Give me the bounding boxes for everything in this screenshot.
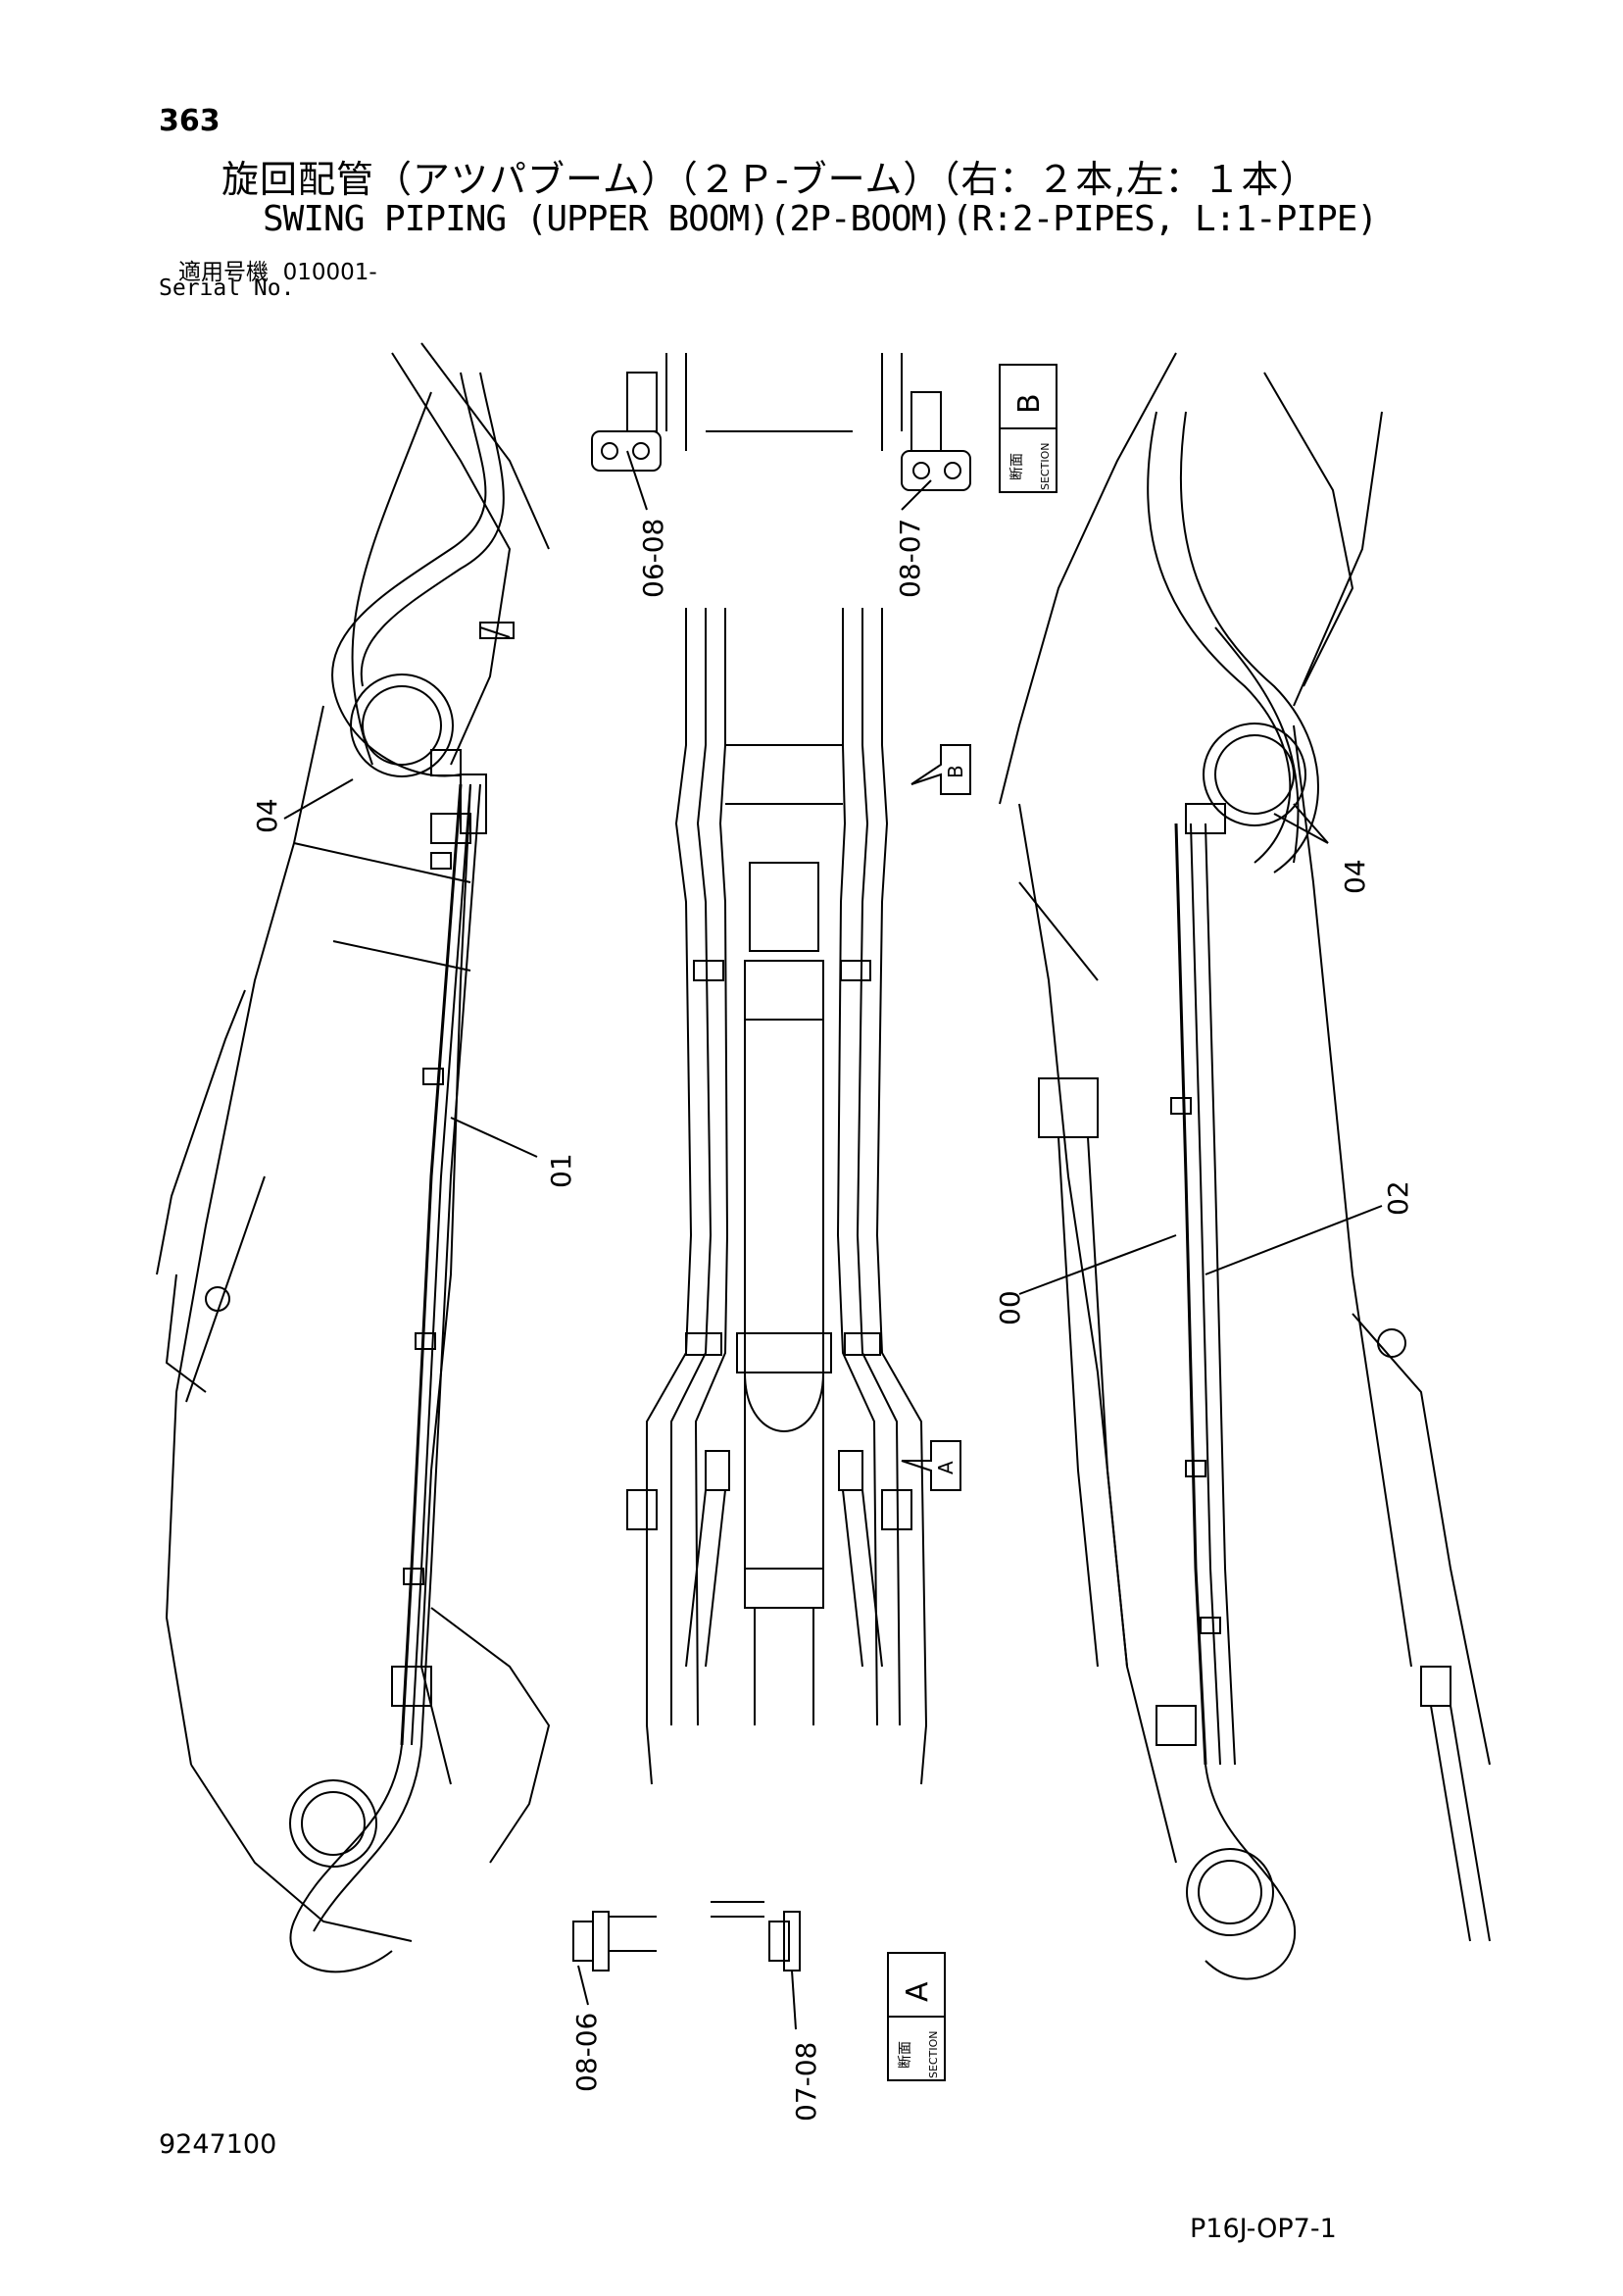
serial-label-japanese: 適用号機 bbox=[178, 260, 269, 285]
center-top-view bbox=[626, 608, 928, 1785]
callout-02: 02 bbox=[1382, 1180, 1414, 1216]
document-number: 9247100 bbox=[159, 2129, 277, 2160]
serial-value: 010001- bbox=[282, 260, 377, 285]
section-a-letter: A bbox=[901, 1981, 935, 2002]
section-b-en: SECTION bbox=[1039, 443, 1052, 490]
title-english: SWING PIPING (UPPER BOOM)(2P-BOOM)(R:2-P… bbox=[263, 199, 1378, 239]
view-arrow-a-letter: A bbox=[934, 1461, 958, 1474]
left-boom-view bbox=[156, 342, 551, 1973]
view-arrow-b-letter: B bbox=[944, 765, 967, 778]
view-arrow-a bbox=[901, 1440, 961, 1491]
page-number: 363 bbox=[159, 104, 221, 138]
right-boom-view bbox=[999, 352, 1491, 1980]
callout-06-08: 06-08 bbox=[637, 519, 669, 598]
section-b-letter: B bbox=[1012, 393, 1047, 414]
callout-04-left: 04 bbox=[251, 798, 283, 833]
title-japanese: 旋回配管（アツパブーム）（２Ｐ-ブーム）（右：２本,左：１本） bbox=[221, 158, 1318, 201]
leader-lines bbox=[283, 450, 1383, 2030]
callout-08-06: 08-06 bbox=[570, 2013, 603, 2092]
page-code: P16J-OP7-1 bbox=[1190, 2214, 1337, 2244]
section-a-jp: 断面 bbox=[898, 2041, 913, 2069]
callout-04-right: 04 bbox=[1339, 859, 1371, 894]
callout-08-07: 08-07 bbox=[894, 519, 926, 598]
section-b-jp: 断面 bbox=[1009, 453, 1025, 480]
callout-00: 00 bbox=[994, 1290, 1026, 1325]
section-b-detail bbox=[591, 353, 971, 491]
callout-07-08: 07-08 bbox=[790, 2042, 822, 2121]
serial-row-japanese: 適用号機 010001- bbox=[178, 253, 377, 286]
view-arrow-b bbox=[910, 744, 971, 795]
section-a-en: SECTION bbox=[927, 2031, 940, 2078]
callout-01: 01 bbox=[545, 1153, 577, 1188]
section-a-detail bbox=[572, 1901, 801, 1972]
serial-label-english: Serial No. bbox=[159, 275, 295, 301]
